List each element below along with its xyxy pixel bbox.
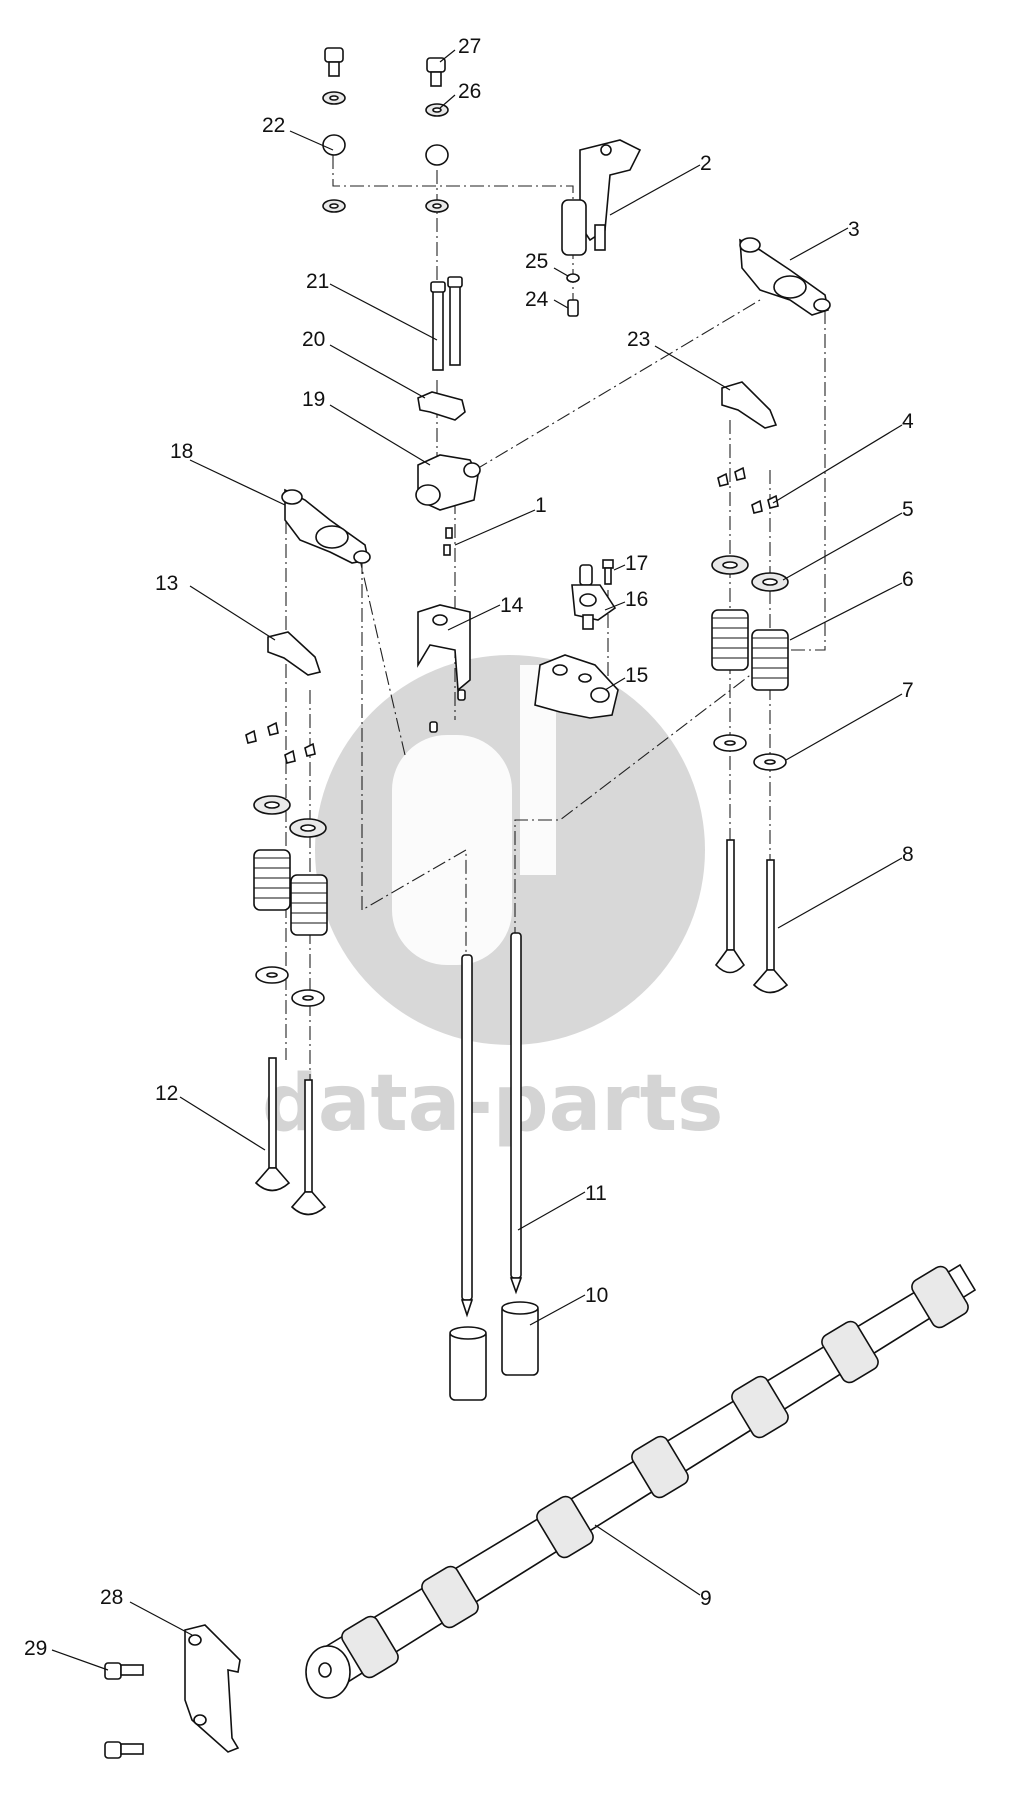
callout-25: 25 (525, 250, 569, 277)
label-14: 14 (500, 594, 524, 617)
callout-26: 26 (439, 80, 481, 109)
label-1: 1 (535, 494, 547, 517)
label-19: 19 (302, 388, 325, 411)
valve-bridge-left (267, 631, 322, 676)
callout-23: 23 (627, 328, 731, 391)
callout-3: 3 (789, 218, 860, 261)
callout-13: 13 (155, 572, 276, 641)
rocker-arm-right (739, 237, 831, 316)
label-11: 11 (585, 1182, 607, 1205)
bracket (417, 391, 466, 421)
label-28: 28 (100, 1586, 123, 1609)
callout-19: 19 (302, 388, 431, 466)
callout-14: 14 (447, 594, 524, 631)
label-10: 10 (585, 1284, 608, 1307)
callout-8: 8 (777, 843, 914, 929)
label-8: 8 (902, 843, 914, 866)
callout-12: 12 (155, 1082, 266, 1151)
banjo-bolts (322, 47, 449, 213)
callout-29: 29 (24, 1637, 109, 1671)
label-13: 13 (155, 572, 178, 595)
valve-assembly-left (245, 721, 328, 1216)
dowel-pins (429, 689, 466, 733)
label-24: 24 (525, 288, 549, 311)
rocker-shaft-block (415, 454, 481, 511)
label-6: 6 (902, 568, 914, 591)
cap-screws (104, 1662, 144, 1759)
watermark-text: data-parts (262, 1059, 723, 1149)
label-23: 23 (627, 328, 650, 351)
callout-4: 4 (772, 410, 914, 504)
callout-10: 10 (529, 1284, 608, 1326)
callout-9: 9 (594, 1524, 712, 1610)
label-16: 16 (625, 588, 648, 611)
callout-17: 17 (613, 552, 648, 575)
label-17: 17 (625, 552, 648, 575)
clamp-16 (571, 564, 617, 630)
label-27: 27 (458, 35, 481, 58)
label-2: 2 (700, 152, 712, 175)
block-15 (534, 654, 619, 719)
label-29: 29 (24, 1637, 47, 1660)
callout-16: 16 (604, 588, 648, 611)
label-12: 12 (155, 1082, 178, 1105)
watermark-logo: data-parts (262, 655, 723, 1149)
callout-21: 21 (306, 270, 438, 341)
callout-7: 7 (785, 679, 914, 761)
push-rods (460, 932, 523, 1318)
label-22: 22 (262, 114, 285, 137)
rocker-support (561, 139, 642, 256)
label-21: 21 (306, 270, 329, 293)
callout-5: 5 (782, 498, 914, 581)
callout-20: 20 (302, 328, 426, 399)
callout-15: 15 (604, 664, 648, 691)
label-3: 3 (848, 218, 860, 241)
callouts: 1 2 3 4 5 6 7 8 (24, 35, 914, 1671)
label-26: 26 (458, 80, 481, 103)
valve-bridge-right (721, 381, 778, 429)
callout-1: 1 (454, 494, 547, 546)
label-5: 5 (902, 498, 914, 521)
tappets (449, 1301, 539, 1401)
label-20: 20 (302, 328, 325, 351)
label-4: 4 (902, 410, 914, 433)
callout-6: 6 (789, 568, 914, 641)
label-7: 7 (902, 679, 914, 702)
camshaft (305, 1263, 977, 1699)
small-o-ring-and-pin (566, 273, 580, 317)
callout-24: 24 (525, 288, 569, 311)
long-bolts (430, 276, 463, 371)
thrust-plate (184, 1624, 241, 1753)
label-18: 18 (170, 440, 193, 463)
small-pins (443, 527, 453, 556)
label-15: 15 (625, 664, 648, 687)
callout-28: 28 (100, 1586, 193, 1636)
label-9: 9 (700, 1587, 712, 1610)
valve-assembly-right (711, 466, 789, 994)
callout-27: 27 (439, 35, 481, 63)
label-25: 25 (525, 250, 548, 273)
oil-pipe (322, 122, 449, 166)
screw-17 (602, 559, 614, 585)
rocker-arm-left (281, 488, 371, 564)
callout-18: 18 (170, 440, 286, 506)
callout-11: 11 (517, 1182, 607, 1231)
callout-22: 22 (262, 114, 334, 151)
callout-2: 2 (609, 152, 712, 216)
